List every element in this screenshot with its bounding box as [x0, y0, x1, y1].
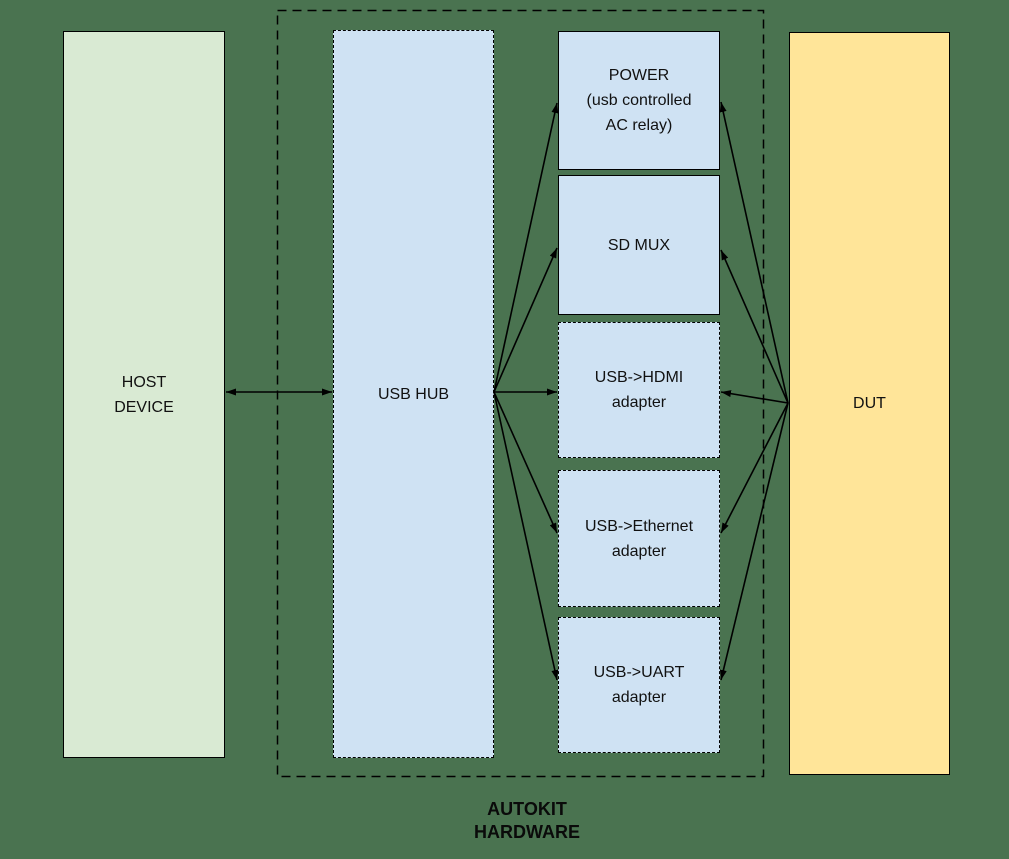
- usb-hub-label-line1: USB HUB: [377, 385, 450, 403]
- power-label-line2: (usb controlled: [586, 92, 692, 109]
- autokit-label-line1: AUTOKIT: [487, 799, 567, 819]
- usb-hdmi-label-line1: USB->HDMI: [594, 369, 684, 386]
- usb-ethernet-adapter-label: USB->Ethernet adapter: [585, 514, 693, 564]
- autokit-hardware-group-label: AUTOKIT HARDWARE: [402, 798, 652, 844]
- edge-dut-power: [719, 101, 789, 404]
- host-device-label-line2: DEVICE: [114, 398, 174, 416]
- power-label-line1: POWER: [608, 67, 670, 84]
- dut-label: DUT: [853, 391, 886, 416]
- usb-uart-label-line2: adapter: [611, 689, 667, 706]
- power-relay-label: POWER (usb controlled AC relay): [587, 63, 692, 138]
- usb-ethernet-label-line2: adapter: [611, 542, 667, 560]
- host-device-node: HOST DEVICE: [63, 31, 225, 758]
- usb-hdmi-adapter-node: USB->HDMI adapter: [558, 322, 720, 458]
- usb-hdmi-adapter-label: USB->HDMI adapter: [595, 365, 683, 415]
- edge-dut-sd_mux: [720, 249, 789, 404]
- edge-usb_hub-sd_mux: [493, 247, 558, 393]
- power-relay-node: POWER (usb controlled AC relay): [558, 31, 720, 170]
- edge-usb_hub-usb_uart: [493, 391, 559, 681]
- usb-uart-label-line1: USB->UART: [593, 664, 685, 681]
- edge-dut-usb_hdmi: [720, 390, 789, 404]
- sd-mux-label-line1: SD MUX: [607, 236, 671, 254]
- edge-dut-usb_uart: [719, 402, 789, 681]
- edge-usb_hub-usb_ethernet: [493, 391, 558, 534]
- edge-dut-usb_ethernet: [720, 402, 789, 534]
- usb-uart-adapter-node: USB->UART adapter: [558, 617, 720, 753]
- autokit-label-line2: HARDWARE: [474, 822, 580, 842]
- usb-hub-node: USB HUB: [333, 30, 494, 758]
- dut-node: DUT: [789, 32, 950, 775]
- usb-ethernet-adapter-node: USB->Ethernet adapter: [558, 470, 720, 607]
- host-device-label: HOST DEVICE: [114, 370, 174, 420]
- usb-hub-label: USB HUB: [378, 382, 449, 407]
- sd-mux-label: SD MUX: [608, 233, 670, 258]
- dut-label-line1: DUT: [853, 395, 886, 412]
- edge-usb_hub-power: [493, 102, 559, 393]
- usb-ethernet-label-line1: USB->Ethernet: [584, 517, 694, 535]
- sd-mux-node: SD MUX: [558, 175, 720, 315]
- usb-uart-adapter-label: USB->UART adapter: [594, 660, 685, 710]
- host-device-label-line1: HOST: [121, 373, 167, 391]
- usb-hdmi-label-line2: adapter: [611, 394, 667, 411]
- power-label-line3: AC relay): [605, 117, 673, 134]
